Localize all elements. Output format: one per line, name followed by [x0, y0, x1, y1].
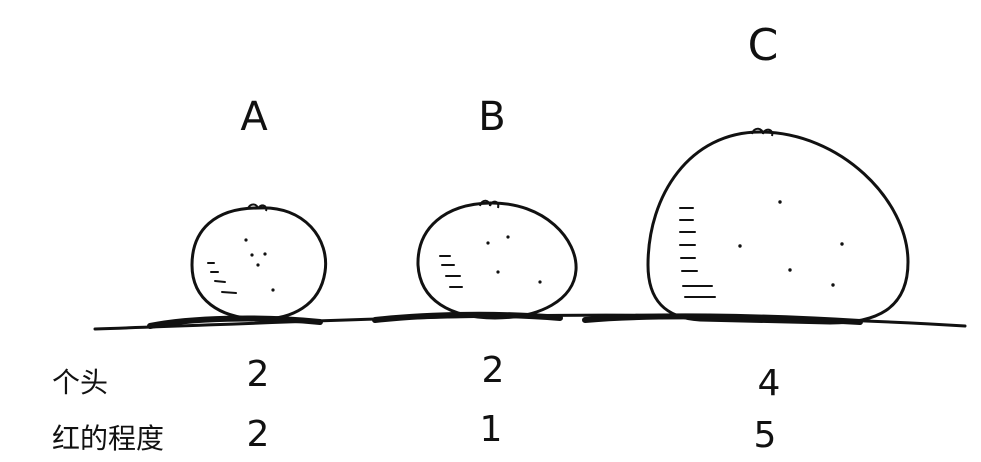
redness-value-b: 1 — [480, 409, 503, 450]
size-value-b: 2 — [482, 350, 505, 391]
shadow-c — [582, 313, 863, 325]
size-value-c: 4 — [758, 363, 781, 404]
fruit-a-blush-marks — [207, 262, 237, 294]
fruit-c-dots — [738, 200, 844, 287]
fruit-a — [190, 203, 328, 321]
size-value-a: 2 — [247, 354, 270, 395]
fruit-b-outline — [416, 201, 578, 320]
fruit-b — [416, 199, 578, 320]
fruit-a-outline — [190, 206, 328, 321]
fruit-b-dots — [486, 235, 542, 284]
shadow-a — [147, 315, 323, 329]
fruit-b-stem — [479, 199, 500, 209]
fruit-b-blush-marks — [439, 255, 463, 288]
fruit-c-blush-marks — [679, 207, 716, 298]
fruit-b-label: B — [478, 94, 505, 140]
row-label-redness: 红的程度 — [52, 422, 164, 455]
redness-value-c: 5 — [754, 415, 777, 456]
fruit-a-dots — [244, 238, 275, 292]
fruit-a-label: A — [240, 94, 268, 140]
fruit-c — [646, 127, 910, 325]
fruit-c-outline — [646, 130, 910, 325]
row-label-size: 个头 — [52, 366, 108, 399]
redness-value-a: 2 — [247, 414, 270, 455]
fruit-c-stem — [751, 127, 774, 137]
fruit-c-label: C — [748, 20, 779, 71]
fruit-a-stem — [247, 203, 268, 212]
